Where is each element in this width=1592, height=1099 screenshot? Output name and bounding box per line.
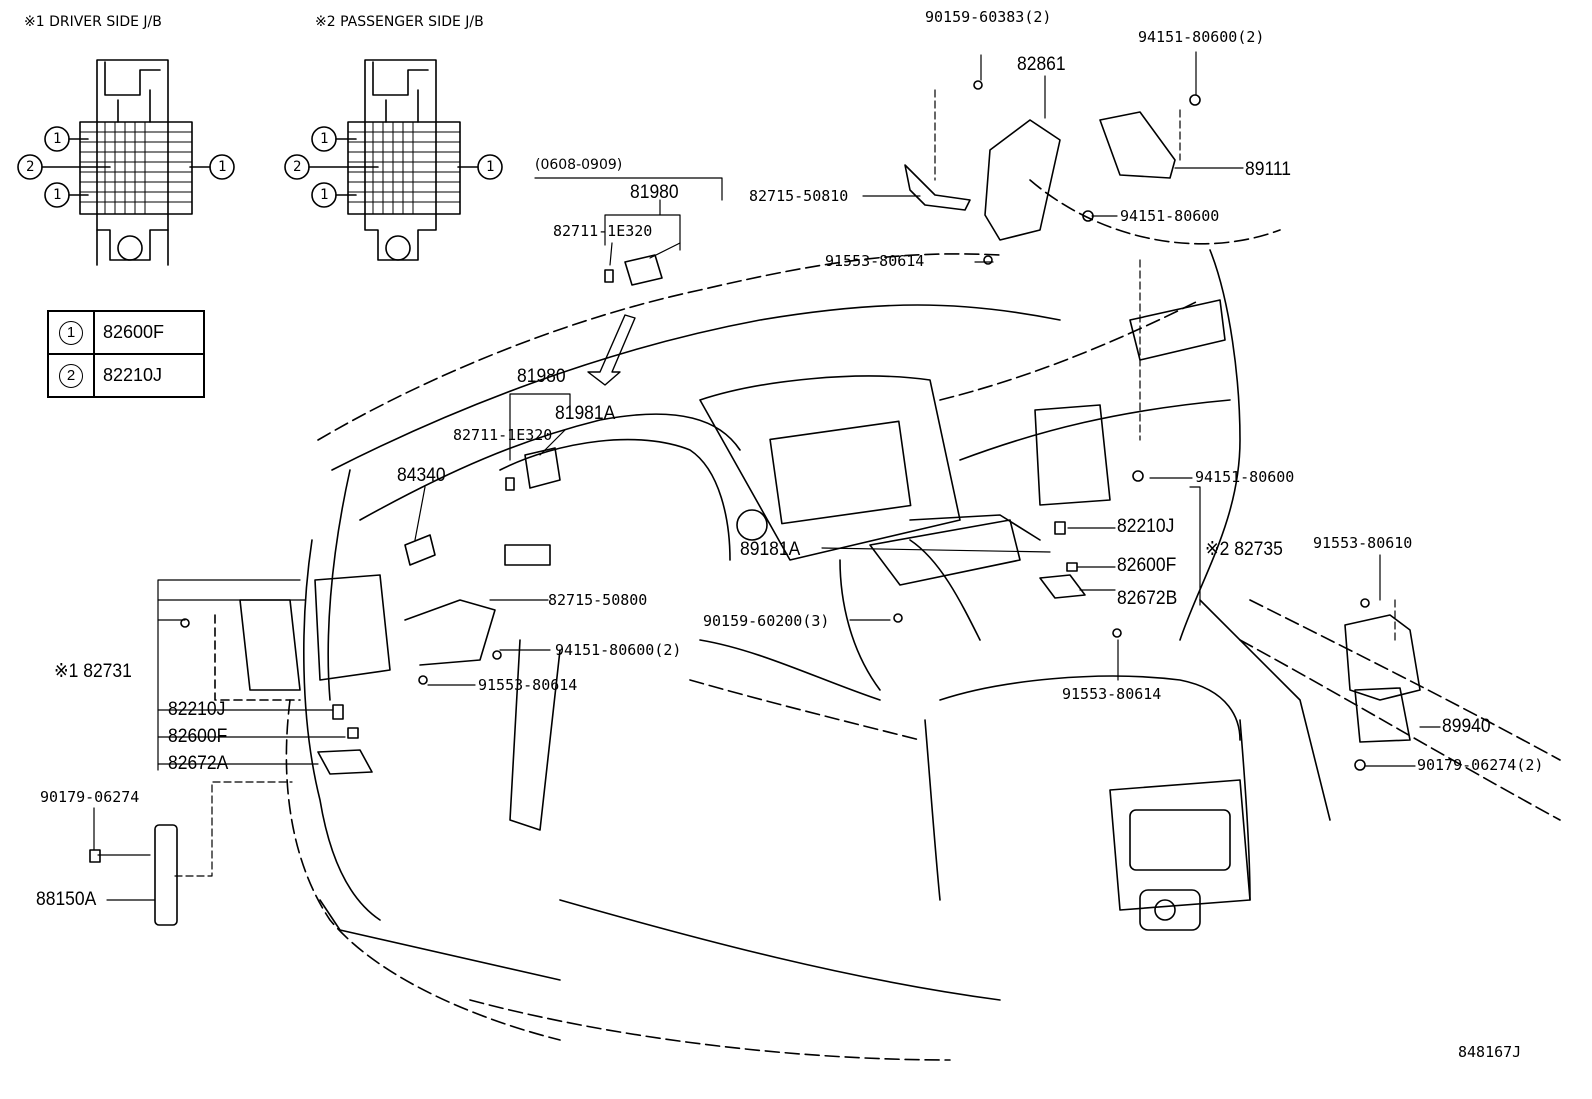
label-88150a: 88150A	[36, 889, 97, 910]
label-90179-06274-2: 90179-06274(2)	[1417, 756, 1544, 774]
label-82600f-left: 82600F	[168, 726, 228, 747]
legend-row: 2 82210J	[47, 353, 205, 398]
label-82715-50810: 82715-50810	[749, 187, 849, 205]
label-90159-60200: 90159-60200(3)	[703, 612, 830, 630]
diagram-id: 848167J	[1458, 1043, 1522, 1061]
leader-lines	[93, 51, 1441, 901]
label-82672a: 82672A	[168, 753, 229, 774]
legend-part: 82600F	[93, 310, 205, 355]
label-82210j-left: 82210J	[168, 699, 226, 720]
label-90159-60383: 90159-60383(2)	[925, 8, 1052, 26]
label-94151-80600-top: 94151-80600	[1120, 207, 1220, 225]
driver-jb-schematic	[17, 59, 235, 266]
label-82861: 82861	[1017, 54, 1066, 75]
components	[89, 80, 1421, 926]
label-82600f-right: 82600F	[1117, 555, 1177, 576]
label-82735: ※2 82735	[1205, 539, 1283, 560]
label-94151-80600-2-mid: 94151-80600(2)	[555, 641, 682, 659]
label-89940: 89940	[1442, 716, 1491, 737]
callout-1: 1	[320, 131, 329, 147]
dashboard-outline	[285, 179, 1561, 1061]
label-89181a: 89181A	[740, 539, 801, 560]
label-82711-1e320-top: 82711-1E320	[553, 222, 653, 240]
label-91553-80610: 91553-80610	[1313, 534, 1413, 552]
driver-jb-header: ※1 DRIVER SIDE J/B	[24, 14, 162, 30]
label-81980-mid: 81980	[517, 366, 566, 387]
legend-number: 1	[59, 320, 83, 345]
passenger-jb-schematic	[284, 59, 503, 261]
label-81981a: 81981A	[555, 403, 616, 424]
callout-1: 1	[320, 187, 329, 203]
label-89111: 89111	[1245, 159, 1292, 180]
label-84340: 84340	[397, 465, 446, 486]
label-91553-80614-mid: 91553-80614	[478, 676, 578, 694]
date-range-label: (0608-0909)	[535, 157, 623, 173]
legend-part: 82210J	[93, 353, 205, 398]
callout-2: 2	[26, 159, 35, 175]
callout-1: 1	[486, 159, 495, 175]
legend-number: 2	[59, 363, 83, 388]
label-81980-top: 81980	[630, 182, 679, 203]
label-82210j-right: 82210J	[1117, 516, 1175, 537]
label-82711-1e320-mid: 82711-1E320	[453, 426, 553, 444]
legend-row: 1 82600F	[47, 310, 205, 355]
callout-1: 1	[53, 187, 62, 203]
callout-1: 1	[218, 159, 227, 175]
label-90179-06274: 90179-06274	[40, 788, 140, 806]
label-82731: ※1 82731	[54, 661, 132, 682]
label-91553-80614-top: 91553-80614	[825, 252, 925, 270]
passenger-jb-header: ※2 PASSENGER SIDE J/B	[315, 14, 484, 30]
legend-table: 1 82600F 2 82210J	[47, 310, 205, 398]
label-94151-80600-2-top: 94151-80600(2)	[1138, 28, 1265, 46]
label-94151-80600-right: 94151-80600	[1195, 468, 1295, 486]
label-82715-50800: 82715-50800	[548, 591, 648, 609]
label-82672b: 82672B	[1117, 588, 1178, 609]
label-91553-80614-right: 91553-80614	[1062, 685, 1162, 703]
callout-2: 2	[293, 159, 302, 175]
callout-1: 1	[53, 131, 62, 147]
